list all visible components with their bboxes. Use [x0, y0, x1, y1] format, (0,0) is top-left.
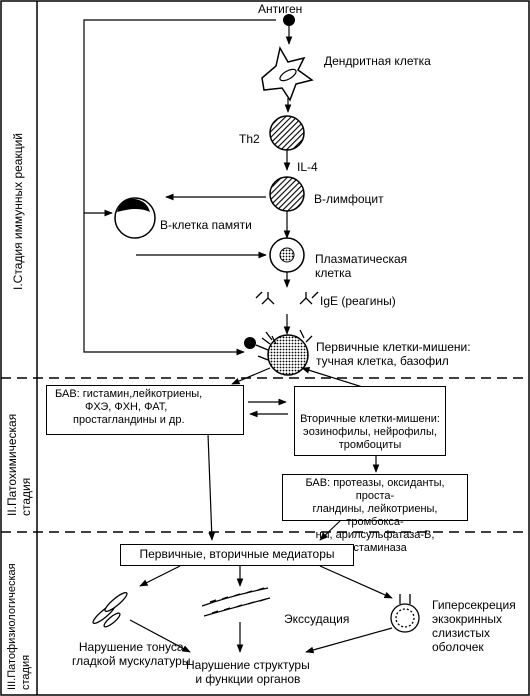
- b-lymphocyte-label: В-лимфоцит: [314, 192, 384, 206]
- b-lymphocyte-icon: [269, 176, 305, 212]
- exudation-label: Экссудация: [284, 612, 350, 626]
- primary-targets-label: Первичные клетки-мишени: тучная клетка, …: [316, 340, 471, 368]
- organ-damage-label: Нарушение структуры и функции органов: [186, 658, 310, 686]
- stage-3-label: III.Патофизиологическая стадия: [6, 563, 32, 690]
- mediators-box: Первичные, вторичные медиаторы: [120, 544, 354, 566]
- mast-cell-icon: [244, 329, 313, 376]
- hypersecretion-label: Гиперсекреция экзокринных слизистых обол…: [432, 598, 516, 654]
- bav-primary-box: БАВ: гистамин,лейкотриены, ФХЭ, ФХН, ФАТ…: [46, 385, 244, 435]
- smooth-muscle-label: Нарушение тонуса гладкой мускулатуры: [72, 640, 191, 668]
- stage-2-label: II.Патохимическая стадия: [5, 413, 33, 516]
- ige-label: IgE (реагины): [320, 294, 396, 308]
- ige-antibody-icon: [255, 291, 319, 305]
- exudation-icon: [201, 587, 271, 617]
- il4-label: IL-4: [297, 160, 318, 174]
- dendritic-cell-icon: [261, 45, 314, 102]
- th2-cell-icon: [269, 115, 305, 151]
- stage-1-label: I.Стадия иммунных реакций: [11, 132, 25, 290]
- th2-label: Th2: [239, 132, 260, 146]
- bav-secondary-box: БАВ: протеазы, оксиданты, проста- гланди…: [282, 474, 468, 554]
- smooth-muscle-icon: [92, 591, 128, 628]
- secondary-targets-box: Вторичные клетки-мишени: эозинофилы, ней…: [294, 386, 446, 456]
- dendritic-cell-label: Дендритная клетка: [324, 54, 431, 68]
- antigen-dot: [283, 14, 295, 26]
- plasma-cell-label: Плазматическая клетка: [315, 252, 408, 280]
- gland-icon: [390, 594, 420, 633]
- b-memory-label: В-клетка памяти: [160, 218, 252, 232]
- antigen-label: Антиген: [258, 2, 303, 16]
